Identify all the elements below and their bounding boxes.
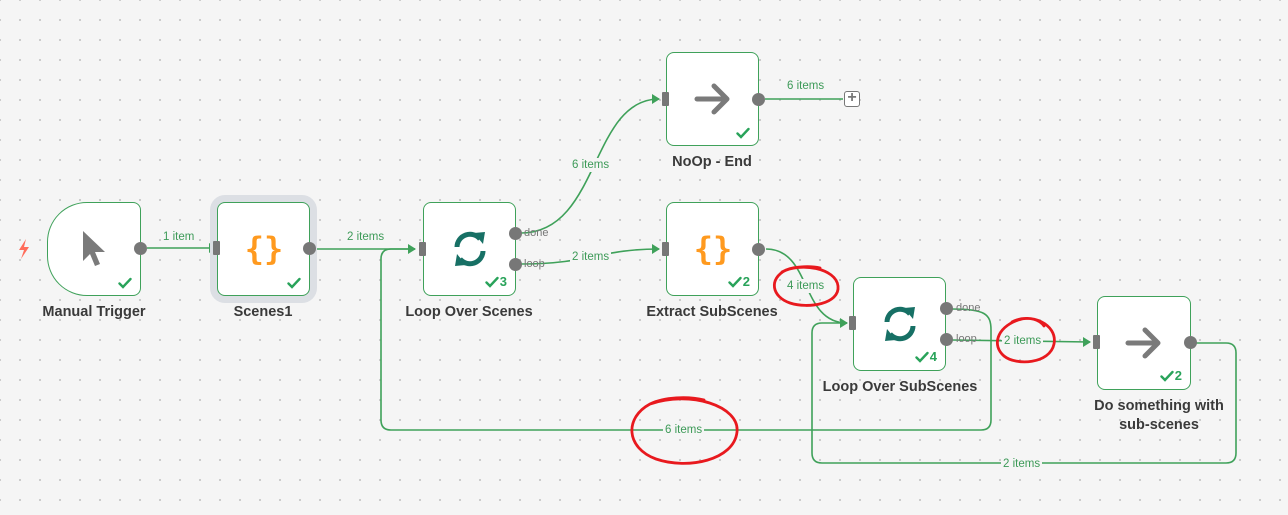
loop-over-scenes-loop-port[interactable] xyxy=(509,258,522,271)
run-count: 3 xyxy=(499,274,507,289)
arrow-right-icon xyxy=(1098,297,1190,389)
loop-over-subscenes-input-port[interactable] xyxy=(849,316,856,330)
loop-over-scenes-label: Loop Over Scenes xyxy=(405,304,533,320)
cursor-pointer-icon xyxy=(48,203,140,295)
noop-end-input-port[interactable] xyxy=(662,92,669,106)
refresh-loop-icon xyxy=(424,203,515,295)
loop-port-label: loop xyxy=(524,258,545,270)
edge-label-noop-out[interactable]: 6 items xyxy=(785,79,827,93)
manual-trigger-label: Manual Trigger xyxy=(42,304,146,320)
noop-end-label: NoOp - End xyxy=(672,154,752,170)
scenes1-node[interactable]: {} xyxy=(217,202,310,296)
svg-text:{}: {} xyxy=(244,230,283,268)
do-something-label: Do something with sub-scenes xyxy=(1094,398,1224,433)
edge-label-loop-loop-to-extract[interactable]: 2 items xyxy=(570,250,612,264)
curly-braces-icon: {} xyxy=(667,203,758,295)
loop-over-subscenes-loop-port[interactable] xyxy=(940,333,953,346)
loop-over-scenes-input-port[interactable] xyxy=(419,242,426,256)
extract-subscenes-input-port[interactable] xyxy=(662,242,669,256)
scenes1-output-port[interactable] xyxy=(303,242,316,255)
edge-label-do-back-to-subloop[interactable]: 2 items xyxy=(1001,457,1043,471)
success-check-icon: 2 xyxy=(728,274,750,289)
loop-port-label: loop xyxy=(956,333,977,345)
edge-label-loop-done-to-noop[interactable]: 6 items xyxy=(570,158,612,172)
manual-trigger-node[interactable] xyxy=(47,202,141,296)
loop-over-subscenes-done-port[interactable] xyxy=(940,302,953,315)
success-check-icon: 2 xyxy=(1160,368,1182,383)
loop-over-scenes-done-port[interactable] xyxy=(509,227,522,240)
curly-braces-icon: {} xyxy=(218,203,309,295)
success-check-icon: 3 xyxy=(485,274,507,289)
arrow-right-icon xyxy=(667,53,758,145)
trigger-bolt-icon xyxy=(19,239,29,259)
wire-subloop-done-back[interactable] xyxy=(380,248,992,431)
success-check-icon: 4 xyxy=(915,349,937,364)
extract-subscenes-output-port[interactable] xyxy=(752,243,765,256)
svg-text:{}: {} xyxy=(693,230,732,268)
do-something-output-port[interactable] xyxy=(1184,336,1197,349)
run-count: 2 xyxy=(742,274,750,289)
success-check-icon xyxy=(118,277,132,289)
run-count: 2 xyxy=(1174,368,1182,383)
extract-subscenes-label: Extract SubScenes xyxy=(646,304,778,320)
edge-label-scenes-to-loop[interactable]: 2 items xyxy=(345,230,387,244)
noop-end-output-port[interactable] xyxy=(752,93,765,106)
scenes1-label: Scenes1 xyxy=(233,304,293,320)
run-count: 4 xyxy=(929,349,937,364)
loop-over-scenes-node[interactable]: 3 xyxy=(423,202,516,296)
done-port-label: done xyxy=(956,302,981,314)
extract-subscenes-node[interactable]: {} 2 xyxy=(666,202,759,296)
loop-over-subscenes-label: Loop Over SubScenes xyxy=(822,379,978,395)
noop-end-node[interactable] xyxy=(666,52,759,146)
success-check-icon xyxy=(287,277,301,289)
do-something-node[interactable]: 2 xyxy=(1097,296,1191,390)
edge-label-subloop-loop-to-do[interactable]: 2 items xyxy=(1002,334,1044,348)
add-node-plus-icon[interactable]: + xyxy=(844,90,860,107)
done-port-label: done xyxy=(524,227,549,239)
scenes1-input-port[interactable] xyxy=(213,241,220,255)
success-check-icon xyxy=(736,127,750,139)
edge-label-trigger-to-scenes[interactable]: 1 item xyxy=(161,230,197,244)
edge-label-subloop-done-back[interactable]: 6 items xyxy=(663,423,705,437)
refresh-loop-icon xyxy=(854,278,945,370)
do-something-input-port[interactable] xyxy=(1093,335,1100,349)
manual-trigger-output-port[interactable] xyxy=(134,242,147,255)
loop-over-subscenes-node[interactable]: 4 xyxy=(853,277,946,371)
edge-label-extract-to-subloop[interactable]: 4 items xyxy=(785,279,827,293)
